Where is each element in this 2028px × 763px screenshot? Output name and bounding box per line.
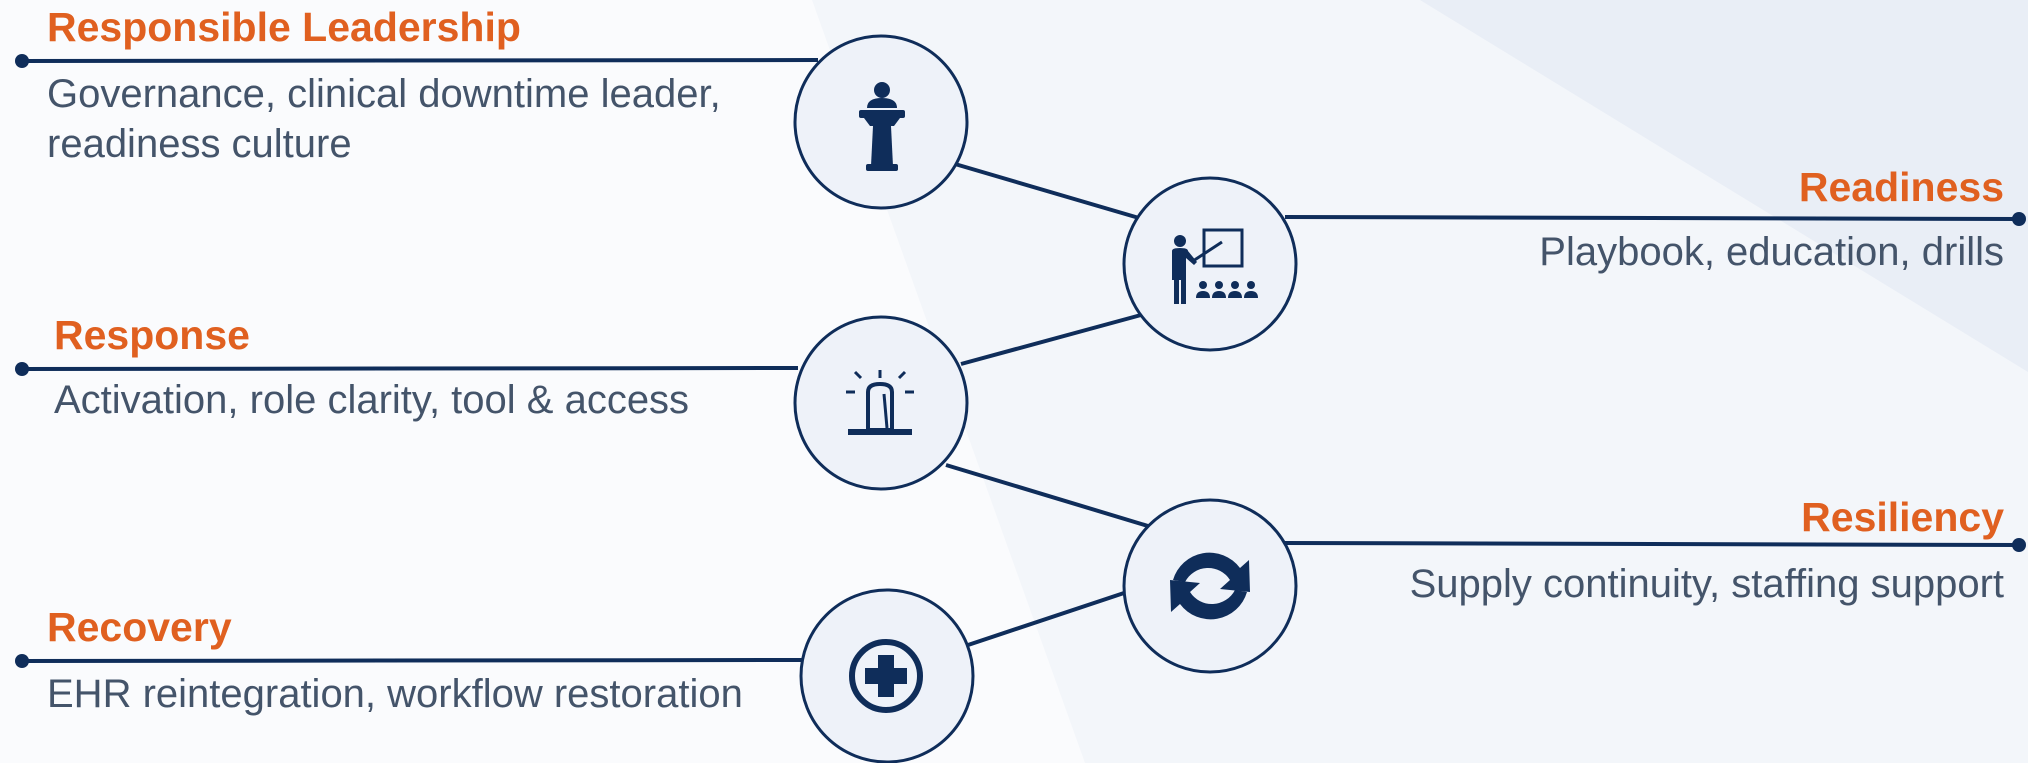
recovery-node — [799, 588, 975, 763]
podium-icon — [859, 82, 905, 171]
readiness-description: Playbook, education, drills — [1539, 230, 2004, 274]
connector-readiness-response — [960, 313, 1142, 366]
response-node — [793, 315, 969, 491]
recovery-endpoint-dot — [15, 654, 29, 668]
background-accent-panel — [1420, 0, 2028, 372]
leadership-title: Responsible Leadership — [47, 4, 521, 50]
resiliency-leader-line — [1284, 541, 2020, 547]
readiness-leader-line — [1284, 215, 2020, 221]
response-endpoint-dot — [15, 362, 29, 376]
readiness-endpoint-dot — [2012, 212, 2026, 226]
refresh-cycle-icon — [1170, 552, 1250, 620]
resiliency-endpoint-dot — [2012, 538, 2026, 552]
leadership-node — [793, 34, 969, 210]
recovery-title: Recovery — [47, 604, 232, 650]
readiness-title: Readiness — [1798, 164, 2004, 210]
classroom-presentation-icon — [1172, 228, 1258, 304]
resiliency-node — [1122, 498, 1298, 674]
leadership-leader-line — [21, 58, 819, 63]
leadership-endpoint-dot — [15, 54, 29, 68]
leadership-description-line-2: readiness culture — [47, 122, 352, 166]
resiliency-title: Resiliency — [1801, 494, 2004, 540]
connector-leadership-readiness — [954, 162, 1140, 220]
resiliency-description: Supply continuity, staffing support — [1409, 562, 2004, 606]
connector-response-resiliency — [945, 463, 1149, 528]
medical-cross-icon — [849, 639, 923, 713]
recovery-description: EHR reintegration, workflow restoration — [47, 672, 743, 716]
connector-resiliency-recovery — [967, 591, 1125, 647]
response-title: Response — [54, 312, 250, 358]
siren-icon — [846, 370, 914, 435]
response-description: Activation, role clarity, tool & access — [54, 378, 690, 422]
background-light-panel — [812, 0, 2028, 763]
readiness-node — [1122, 176, 1298, 352]
leadership-description-line-1: Governance, clinical downtime leader, — [47, 72, 721, 116]
recovery-leader-line — [21, 658, 805, 663]
response-leader-line — [21, 366, 799, 371]
